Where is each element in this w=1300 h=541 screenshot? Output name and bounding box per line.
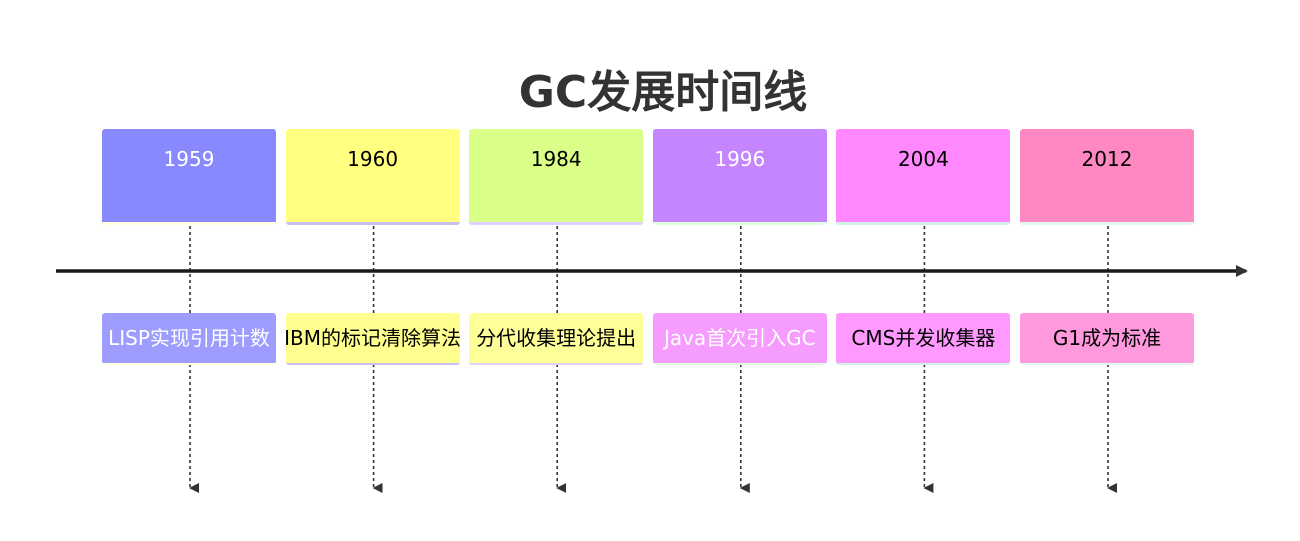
period-box-1996: 1996 [652, 129, 827, 225]
page-title: GC发展时间线 [518, 67, 808, 118]
period-year: 1996 [714, 147, 766, 171]
period-box-2012: 2012 [1020, 129, 1194, 225]
event-box-2004: CMS并发收集器 [836, 313, 1011, 365]
event-label: Java首次引入GC [663, 326, 816, 350]
period-year: 1984 [530, 147, 582, 171]
event-box-1996: Java首次引入GC [652, 313, 827, 365]
event-box-2012: G1成为标准 [1020, 313, 1194, 365]
period-box-1984: 1984 [469, 129, 644, 225]
event-box-1960: IBM的标记清除算法 [284, 313, 462, 365]
event-label: IBM的标记清除算法 [284, 326, 462, 350]
period-year: 2004 [897, 147, 949, 171]
event-label: 分代收集理论提出 [476, 326, 637, 350]
event-label: LISP实现引用计数 [108, 326, 270, 350]
event-box-1959: LISP实现引用计数 [102, 313, 276, 365]
period-year: 2012 [1081, 147, 1133, 171]
event-label: CMS并发收集器 [851, 326, 996, 350]
event-label: G1成为标准 [1052, 326, 1162, 350]
period-year: 1959 [163, 147, 215, 171]
period-year: 1960 [347, 147, 399, 171]
period-box-1959: 1959 [102, 129, 276, 225]
event-box-1984: 分代收集理论提出 [469, 313, 644, 365]
period-box-2004: 2004 [836, 129, 1011, 225]
period-box-1960: 1960 [285, 129, 460, 225]
